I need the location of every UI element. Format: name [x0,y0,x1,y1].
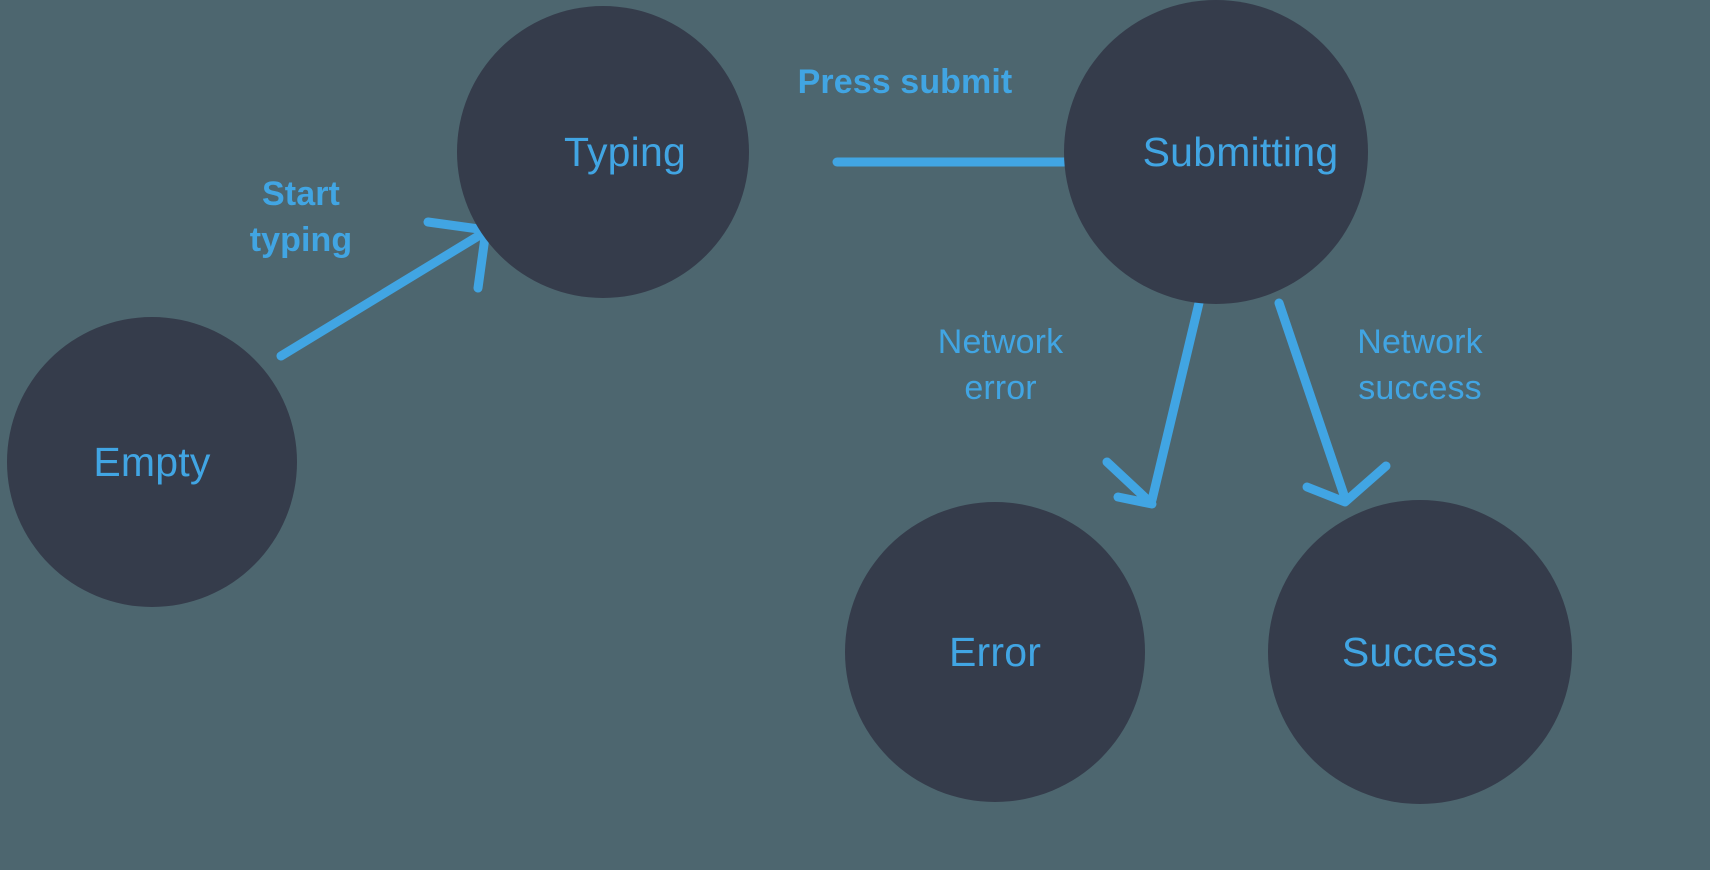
edge-label-press-submit: Press submit [797,63,1013,101]
state-node-submitting[interactable]: Submitting [1064,0,1368,304]
arrowhead-submitting-to-error [1102,457,1157,509]
state-label-submitting: Submitting [1142,128,1339,175]
edge-submitting-to-error [1102,298,1204,509]
edge-label-network-success: Network success [1357,323,1483,407]
arrowhead-submitting-to-success [1302,461,1391,507]
state-node-success[interactable]: Success [1268,500,1572,804]
state-label-empty: Empty [93,438,211,485]
edge-submitting-to-success [1274,298,1391,507]
state-node-error[interactable]: Error [845,502,1145,802]
state-label-success: Success [1341,628,1499,675]
edge-line-submitting-to-success [1274,298,1350,503]
state-label-typing: Typing [564,128,686,175]
state-node-typing[interactable]: Typing [457,6,749,298]
edge-label-network-error: Network error [937,323,1064,407]
edge-label-start-typing: Start typing [249,175,353,259]
edge-line-empty-to-typing [276,230,485,361]
arrowhead-empty-to-typing [423,217,491,293]
state-label-error: Error [948,628,1042,675]
state-node-empty[interactable]: Empty [7,317,297,607]
edge-line-submitting-to-error [1147,298,1204,505]
